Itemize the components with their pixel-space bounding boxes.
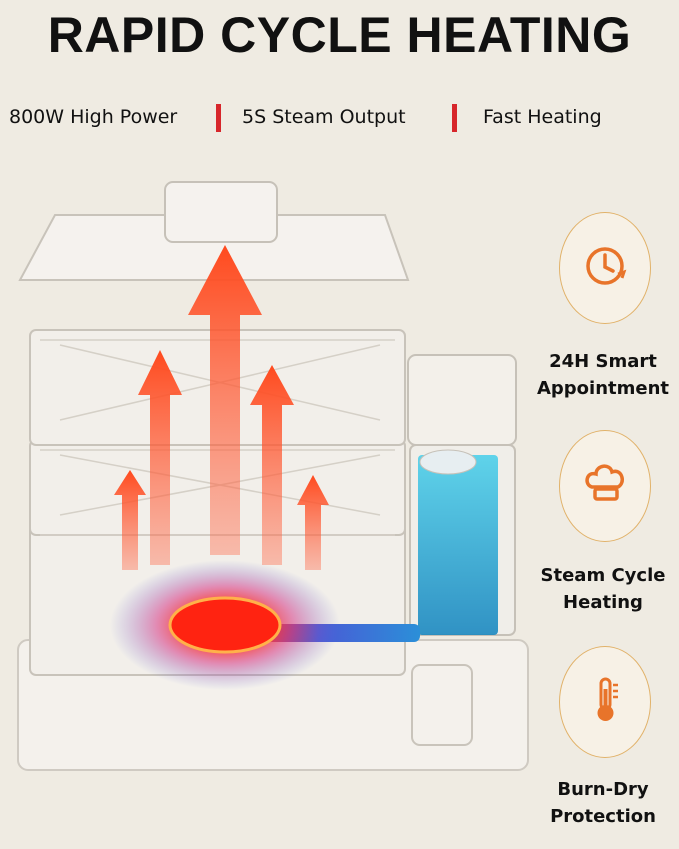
spec-power: 800W High Power xyxy=(9,106,178,128)
base-control-window xyxy=(411,664,473,746)
heating-element xyxy=(168,596,282,654)
lid-handle xyxy=(164,181,278,243)
page-title: RAPID CYCLE HEATING xyxy=(47,7,632,63)
steam-arrow-center xyxy=(188,245,262,555)
spec-divider xyxy=(452,104,457,132)
steamer-lid xyxy=(18,214,410,281)
steam-arrow-right-short xyxy=(297,475,329,570)
steam-arrow-right-tall xyxy=(250,365,294,565)
spec-steam-output: 5S Steam Output xyxy=(242,106,406,128)
feature-line: Heating xyxy=(563,592,643,613)
water-tank-lid xyxy=(407,354,517,446)
feature-line: Appointment xyxy=(536,378,670,399)
steam-arrow-left-short xyxy=(114,470,146,570)
thermometer-icon xyxy=(597,677,618,721)
chef-hat-icon xyxy=(585,464,624,501)
feature-line: Steam Cycle xyxy=(540,565,666,586)
feature-badge-steam-cycle xyxy=(559,430,651,542)
feature-line: 24H Smart xyxy=(549,351,657,372)
feature-label-steam-cycle: Steam Cycle Heating xyxy=(530,562,676,616)
clock-icon xyxy=(586,247,627,285)
water-level xyxy=(418,455,498,635)
spec-fast-heating: Fast Heating xyxy=(483,106,602,128)
feature-line: Burn-Dry xyxy=(557,779,649,800)
feature-label-appointment: 24H Smart Appointment xyxy=(530,348,676,402)
steam-arrow-left-tall xyxy=(138,350,182,565)
feature-label-burn-dry: Burn-Dry Protection xyxy=(530,776,676,830)
feature-badge-burn-dry xyxy=(559,646,651,758)
feature-badge-appointment xyxy=(559,212,651,324)
steamer-illustration xyxy=(17,181,529,771)
spec-divider xyxy=(216,104,221,132)
feature-line: Protection xyxy=(550,806,656,827)
